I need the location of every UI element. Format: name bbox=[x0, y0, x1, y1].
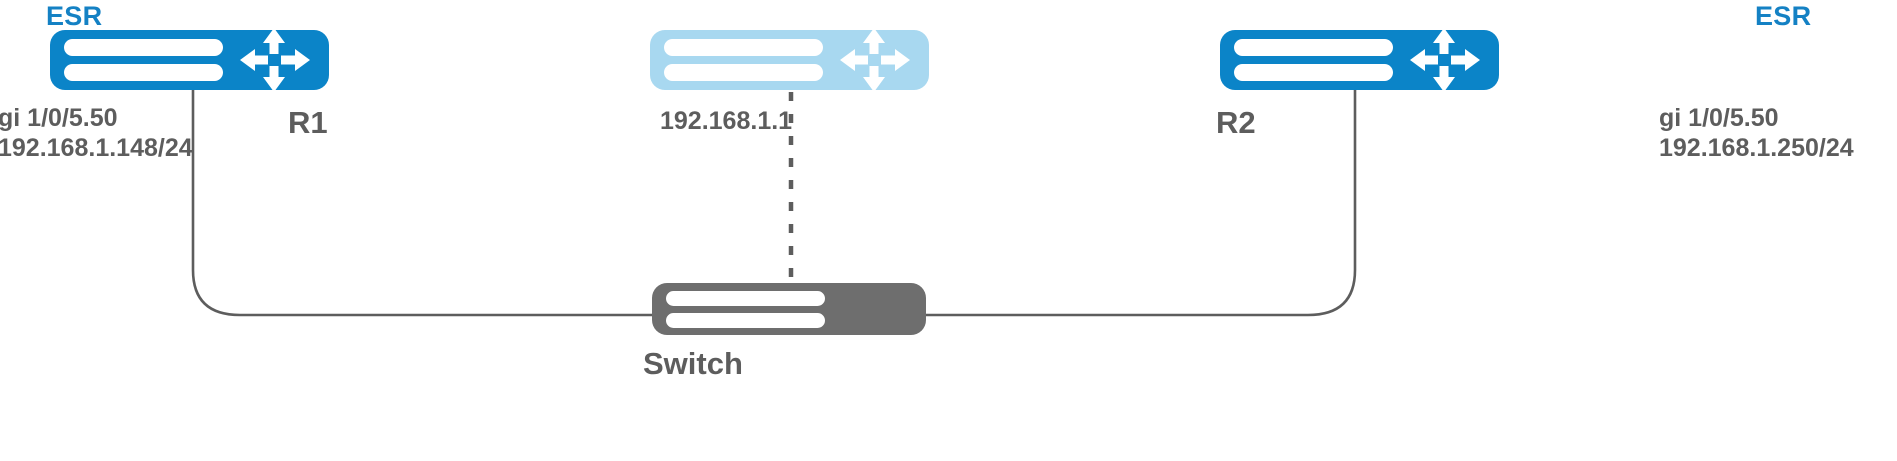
router-arrows-icon bbox=[1410, 28, 1480, 92]
router-left-interface-block: gi 1/0/5.50 192.168.1.148/24 bbox=[0, 104, 193, 163]
router-right-ip-label: 192.168.1.250/24 bbox=[1659, 133, 1854, 162]
router-left-name-label: R1 bbox=[288, 105, 328, 140]
router-icon-left[interactable] bbox=[50, 28, 329, 92]
router-arrows-icon bbox=[240, 28, 310, 92]
router-left-ip-label: 192.168.1.148/24 bbox=[0, 133, 193, 162]
switch-name-label: Switch bbox=[643, 346, 743, 381]
router-left-vendor-label: ESR bbox=[46, 1, 103, 31]
router-icon-middle[interactable] bbox=[650, 28, 929, 92]
router-right-vendor-label: ESR bbox=[1755, 1, 1812, 31]
router-icon-right[interactable] bbox=[1220, 28, 1499, 92]
router-right-interface-block: gi 1/0/5.50 192.168.1.250/24 bbox=[1659, 104, 1854, 163]
router-arrows-icon bbox=[840, 28, 910, 92]
link-router-left-to-switch bbox=[191, 90, 655, 317]
router-right-interface-label: gi 1/0/5.50 bbox=[1659, 104, 1779, 132]
router-middle-ip-label: 192.168.1.1 bbox=[660, 107, 793, 135]
switch-icon[interactable] bbox=[652, 283, 926, 335]
router-right-name-label: R2 bbox=[1216, 105, 1256, 140]
router-left-interface-label: gi 1/0/5.50 bbox=[0, 104, 118, 132]
link-router-right-to-switch bbox=[923, 90, 1357, 317]
